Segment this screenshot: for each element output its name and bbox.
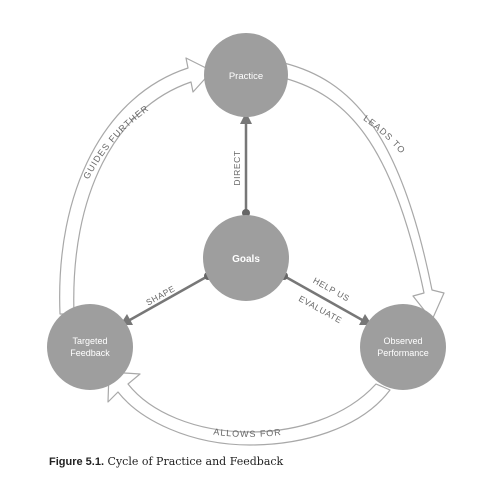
shape-spoke xyxy=(127,274,209,323)
targeted-feedback-node xyxy=(47,304,133,390)
allows-for-arrow xyxy=(107,371,391,446)
direct-label: DIRECT xyxy=(232,150,242,185)
observed-label-line2: Performance xyxy=(377,348,429,358)
allows-for-label: ALLOWS FOR xyxy=(213,427,282,439)
cycle-arrows xyxy=(59,57,445,446)
nodes xyxy=(47,33,446,390)
figure-caption: Figure 5.1. Cycle of Practice and Feedba… xyxy=(49,455,283,468)
goals-node xyxy=(203,215,289,301)
goals-dot-top xyxy=(242,209,250,217)
observed-label-line1: Observed xyxy=(383,336,422,346)
guides-further-arrow xyxy=(59,57,213,315)
targeted-label-line2: Feedback xyxy=(70,348,110,358)
goals-label: Goals xyxy=(232,254,260,265)
guides-further-label: GUIDES FURTHER xyxy=(81,103,150,181)
direct-arrowhead xyxy=(240,112,252,124)
practice-node xyxy=(204,33,288,117)
leads-to-arrow xyxy=(283,62,445,321)
observed-performance-node xyxy=(360,304,446,390)
practice-label: Practice xyxy=(229,71,263,82)
help-us-label: HELP US xyxy=(311,275,351,303)
caption-label: Figure 5.1. xyxy=(49,456,105,468)
evaluate-label: EVALUATE xyxy=(297,293,344,325)
evaluate-spoke xyxy=(283,274,365,323)
caption-text: Cycle of Practice and Feedback xyxy=(107,455,284,468)
targeted-label-line1: Targeted xyxy=(72,336,107,346)
